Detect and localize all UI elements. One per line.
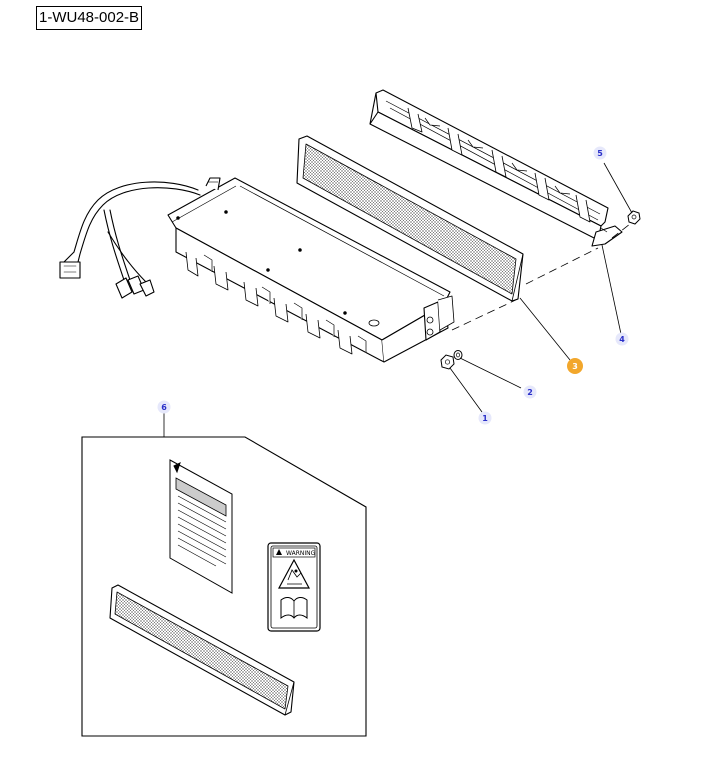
washer[interactable]	[453, 350, 463, 360]
warning-decal-heading: WARNING	[286, 550, 316, 557]
callout-1[interactable]: 1	[478, 411, 492, 425]
callout-leader-lines	[163, 162, 633, 437]
callout-2-label: 2	[527, 388, 533, 397]
callout-4[interactable]: 4	[615, 332, 629, 346]
kit-filter-element[interactable]	[109, 584, 295, 716]
callout-3-label: 3	[572, 362, 578, 371]
callout-5-label: 5	[597, 149, 603, 158]
hex-nut[interactable]	[440, 354, 455, 370]
flange-nut[interactable]	[627, 210, 641, 225]
callout-4-label: 4	[619, 335, 625, 344]
instruction-sheet[interactable]	[169, 459, 233, 594]
assembly-guide-lines	[451, 223, 631, 331]
blower-unit-housing[interactable]	[167, 177, 455, 363]
diagram-reference-label: 1-WU48-002-B	[36, 6, 143, 30]
callout-1-label: 1	[482, 414, 488, 423]
callout-2[interactable]: 2	[523, 385, 537, 399]
callout-6-label: 6	[161, 403, 167, 412]
air-filter-element[interactable]	[296, 135, 524, 302]
warning-decal[interactable]	[267, 542, 321, 632]
callout-3[interactable]: 3	[567, 358, 583, 374]
callout-6[interactable]: 6	[157, 400, 171, 414]
filter-housing-frame[interactable]	[369, 89, 623, 247]
wire-harness[interactable]	[59, 181, 201, 299]
callout-5[interactable]: 5	[593, 146, 607, 160]
